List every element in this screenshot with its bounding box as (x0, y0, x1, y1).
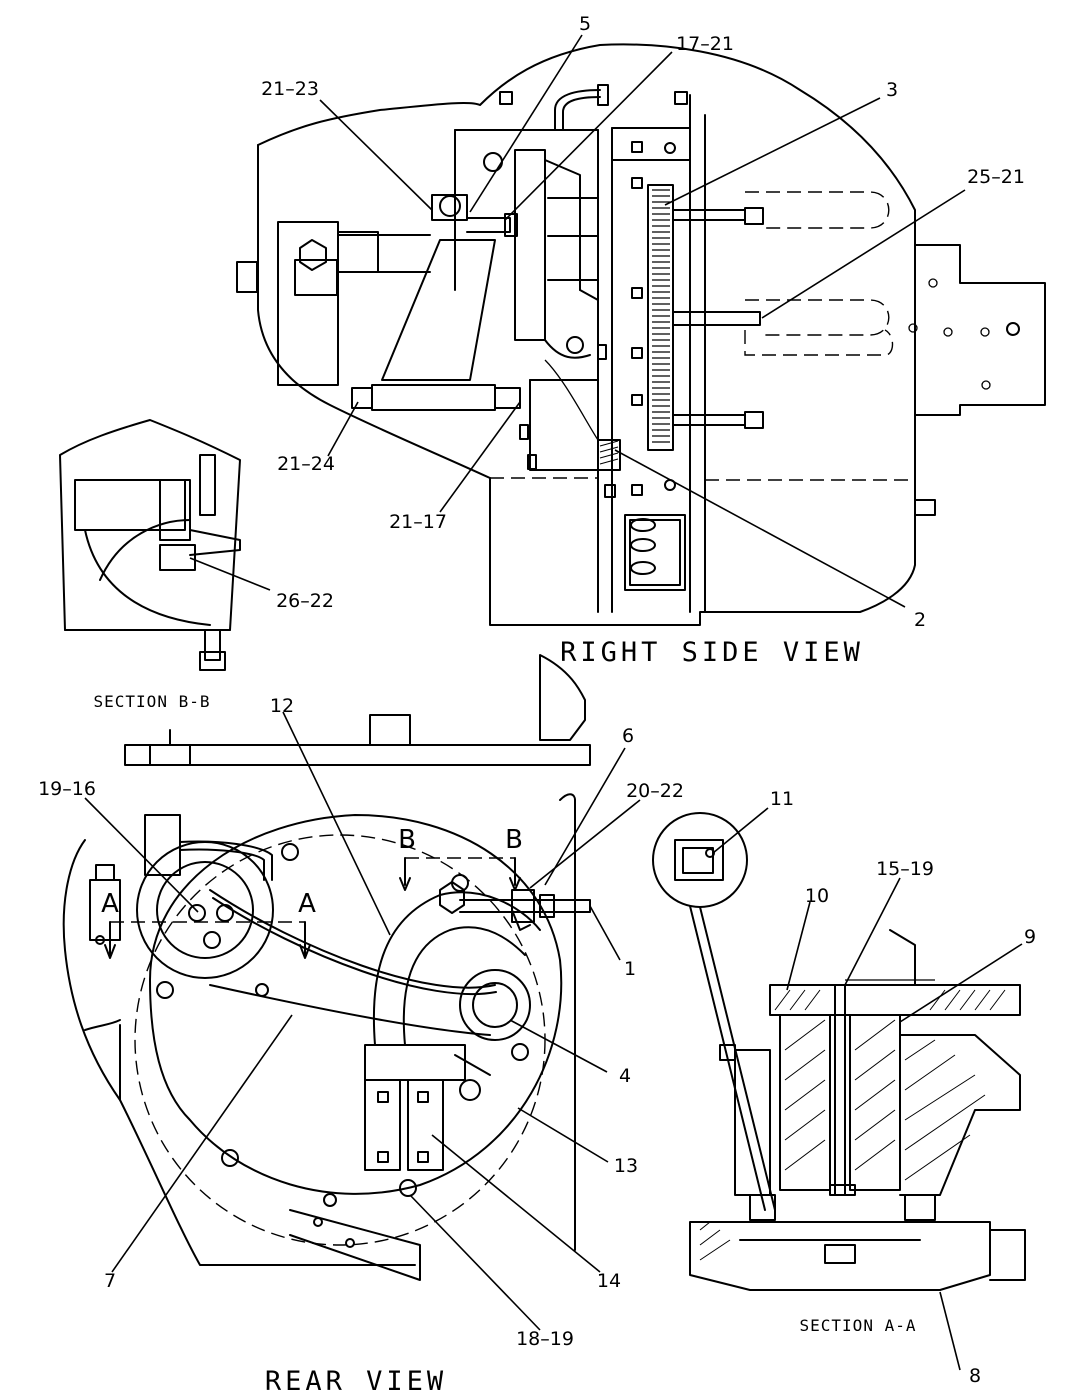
callout-labels: 5 17–21 21–23 3 25–21 21–24 21–17 26–22 … (38, 13, 1036, 1387)
callout-21-17: 21–17 (389, 511, 447, 533)
callout-6: 6 (622, 725, 634, 747)
right-side-view (236, 43, 1046, 626)
callout-9: 9 (1024, 926, 1036, 948)
callout-5: 5 (579, 13, 591, 35)
callout-21-24: 21–24 (277, 453, 335, 475)
view-title-section-aa: SECTION A-A (800, 1316, 917, 1335)
callout-3: 3 (886, 79, 898, 101)
section-markers: A A B B (101, 825, 523, 919)
view-title-section-bb: SECTION B-B (94, 692, 211, 711)
callout-18-19: 18–19 (516, 1328, 574, 1350)
section-marker-b-left: B (398, 825, 416, 855)
callout-2: 2 (914, 609, 926, 631)
view-title-right-side: RIGHT SIDE VIEW (560, 637, 864, 668)
gear-teeth (652, 189, 670, 443)
section-marker-a-left: A (101, 889, 119, 919)
callout-8: 8 (969, 1365, 981, 1387)
rear-view (62, 654, 591, 1281)
section-marker-b-right: B (505, 825, 523, 855)
view-titles: RIGHT SIDE VIEW REAR VIEW SECTION B-B SE… (94, 637, 917, 1397)
callout-19-16: 19–16 (38, 778, 96, 800)
section-marker-a-right: A (298, 889, 316, 919)
leader-lines (84, 34, 1023, 1371)
callout-14: 14 (597, 1270, 621, 1292)
callout-25-21: 25–21 (967, 166, 1025, 188)
callout-12: 12 (270, 695, 294, 717)
callout-17-21: 17–21 (676, 33, 734, 55)
callout-15-19: 15–19 (876, 858, 934, 880)
callout-21-23: 21–23 (261, 78, 319, 100)
callout-7: 7 (104, 1270, 116, 1292)
section-aa-view (652, 812, 1026, 1291)
callout-4: 4 (619, 1065, 631, 1087)
callout-10: 10 (805, 885, 829, 907)
callout-26-22: 26–22 (276, 590, 334, 612)
callout-13: 13 (614, 1155, 638, 1177)
callout-20-22: 20–22 (626, 780, 684, 802)
view-title-rear: REAR VIEW (265, 1366, 447, 1397)
callout-11: 11 (770, 788, 794, 810)
callout-1: 1 (624, 958, 636, 980)
section-bb-view (59, 419, 241, 671)
